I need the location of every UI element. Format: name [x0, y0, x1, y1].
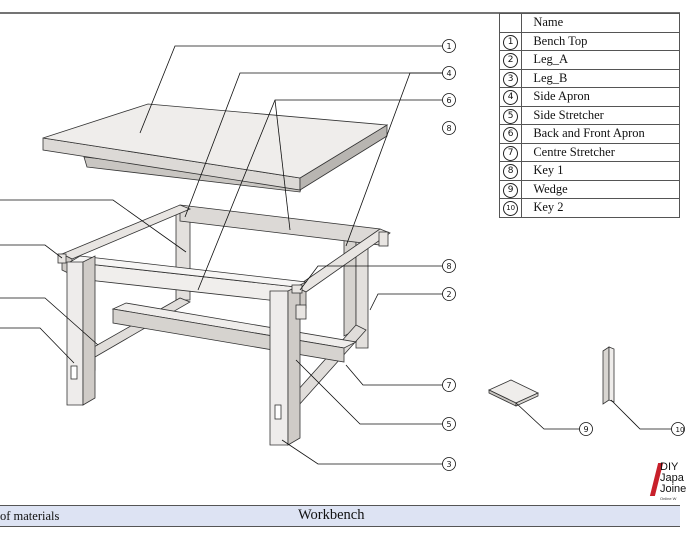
wedge-part: [488, 379, 539, 407]
row-number-circle: 5: [503, 108, 519, 124]
callout-5-label: 5: [446, 420, 451, 429]
column-header-name: Name: [521, 13, 680, 33]
callout-4-circle: [442, 66, 456, 80]
part-name-cell: Bench Top: [521, 31, 680, 51]
callout-6-label: 6: [446, 96, 451, 105]
table-header-row: Name: [498, 13, 680, 33]
callout-2-label: 2: [446, 290, 451, 299]
callout-1-circle: [442, 39, 456, 53]
logo-tagline: Online W: [660, 496, 677, 501]
part-name-cell: Leg_A: [521, 50, 680, 70]
part-name-cell: Leg_B: [521, 68, 680, 88]
callout-3-label: 3: [446, 460, 451, 469]
key-2-part: [602, 346, 615, 405]
row-number-circle: 2: [503, 53, 519, 69]
part-name-cell: Side Apron: [521, 87, 680, 107]
title-block-bar: of materials Workbench: [0, 505, 680, 527]
row-number-circle: 1: [503, 34, 519, 50]
row-number-circle: 7: [503, 145, 519, 161]
callout-7-label: 7: [446, 381, 451, 390]
row-number-circle: 8: [503, 164, 519, 180]
frame-assembly: [57, 204, 391, 446]
logo-line-1: DIY: [660, 461, 679, 473]
row-number-circle: 6: [503, 127, 519, 143]
bench-top-part: [42, 103, 389, 193]
callout-3-circle: [442, 457, 456, 471]
callout-10-label: 10: [676, 426, 685, 434]
callout-1-label: 1: [446, 42, 451, 51]
callout-5-circle: [442, 417, 456, 431]
part-name-cell: Back and Front Apron: [521, 124, 680, 144]
row-number-circle: 10: [503, 201, 519, 217]
callout-8b-label: 8: [446, 262, 451, 271]
callout-9-circle: [579, 422, 593, 436]
sheet-subtitle: of materials: [0, 509, 60, 523]
part-name-cell: Key 1: [521, 161, 680, 181]
row-number-circle: 4: [503, 90, 519, 106]
sheet-title: Workbench: [298, 507, 365, 523]
row-number-circle: 3: [503, 71, 519, 87]
callout-9-label: 9: [583, 425, 588, 434]
logo-line-3: Joine: [660, 483, 686, 495]
callout-8a-circle: [442, 121, 456, 135]
part-name-cell: Key 2: [521, 198, 680, 218]
leader-lines: [0, 45, 672, 465]
part-name-cell: Side Stretcher: [521, 105, 680, 125]
logo-line-2: Japa: [660, 472, 684, 484]
diy-japanese-joinery-logo: DIY Japa Joine Online W: [649, 461, 686, 502]
part-name-cell: Centre Stretcher: [521, 142, 680, 162]
part-name-cell: Wedge: [521, 179, 680, 199]
row-number-circle: 9: [503, 182, 519, 198]
callout-10-circle: [671, 422, 685, 436]
callout-8b-circle: [442, 259, 456, 273]
callout-2-circle: [442, 287, 456, 301]
callout-8a-label: 8: [446, 124, 451, 133]
callout-7-circle: [442, 378, 456, 392]
callout-6-circle: [442, 93, 456, 107]
callout-4-label: 4: [446, 69, 451, 78]
